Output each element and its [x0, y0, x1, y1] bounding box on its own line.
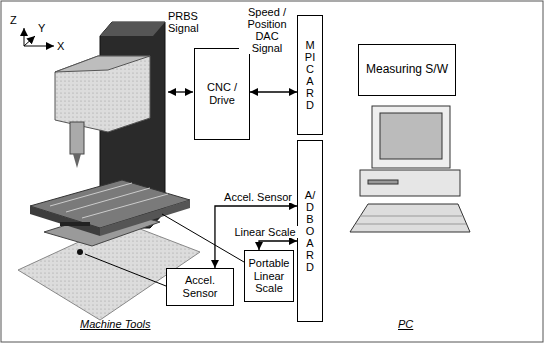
signal-label: Accel. Sensor: [221, 191, 295, 203]
scale-box: Portable Linear Scale: [244, 250, 294, 302]
node-text: Portable Linear Scale: [248, 257, 290, 295]
signal-label: Linear Scale: [232, 226, 298, 238]
signal-label: PRBS Signal: [168, 10, 208, 34]
software-box: Measuring S/W: [358, 44, 456, 96]
signal-arrow: [168, 91, 193, 92]
node-text: A/D BOARD: [305, 189, 316, 274]
node-text: Accel. Sensor: [170, 274, 230, 299]
axis-label: Z: [10, 14, 17, 26]
signal-label: Speed / Position DAC Signal: [239, 6, 295, 54]
axis-label: X: [57, 40, 64, 52]
card-box: MPI CARD: [297, 15, 323, 135]
process-box: CNC / Drive: [194, 48, 250, 140]
leader-line: [85, 254, 166, 286]
caption-label: Machine Tools: [80, 318, 151, 330]
board-box: A/D BOARD: [297, 140, 323, 322]
sensor-box: Accel. Sensor: [166, 268, 234, 306]
caption-label: PC: [398, 318, 413, 330]
axis-label: Y: [38, 22, 45, 34]
node-text: Measuring S/W: [366, 63, 448, 77]
node-text: CNC / Drive: [198, 81, 246, 106]
node-text: MPI CARD: [305, 39, 316, 112]
signal-connector: [259, 241, 297, 250]
pc-illustration: [350, 106, 470, 232]
signal-connector: [250, 91, 297, 92]
